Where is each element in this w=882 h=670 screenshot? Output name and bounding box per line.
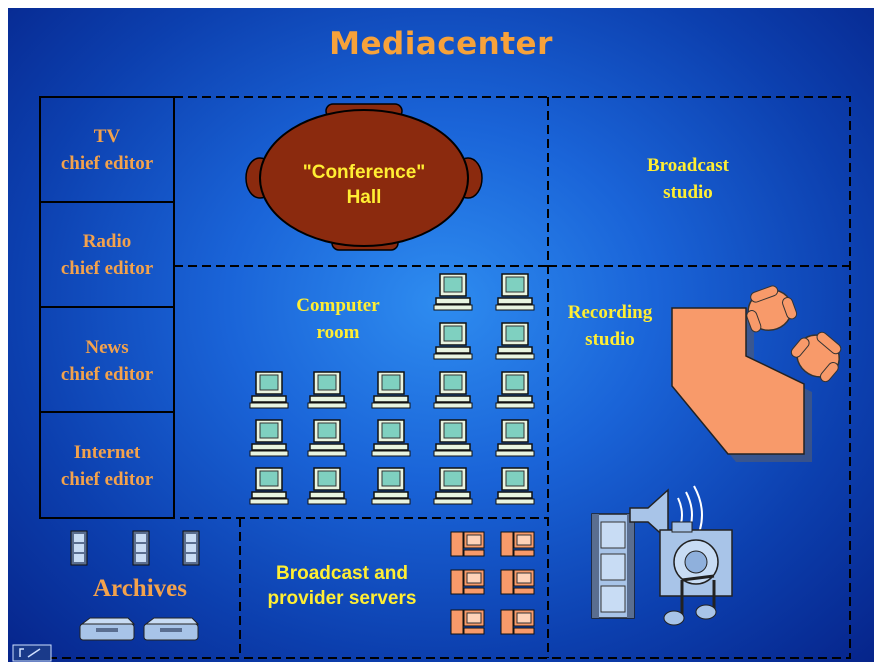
armchair-icon [746,285,842,383]
server-icon [500,609,535,635]
computer-icon [371,371,411,409]
computer-icon [249,467,289,505]
computer-icon [307,371,347,409]
conference-hall-label: "Conference"Hall [302,162,426,208]
slide-nav-button[interactable] [12,644,52,662]
computer-icon [371,467,411,505]
floor-plan-outline [39,96,851,659]
computer-icon [433,322,473,360]
page-title: Mediacenter [329,26,553,62]
recording-desk-icon [671,307,812,462]
server-icon [500,569,535,595]
computer-icon [495,467,535,505]
computer-icon [249,419,289,457]
computer-icon [433,273,473,311]
computer-icon [307,467,347,505]
computer-icon [495,322,535,360]
film-strip-icon [132,530,150,566]
computer-icon [307,419,347,457]
disk-drive-icon [143,617,200,641]
computer-icon [371,419,411,457]
archives-label: Archives [93,575,187,602]
computer-icon [495,419,535,457]
disk-drive-icon [79,617,136,641]
film-strip-icon [70,530,88,566]
film-strip-icon [182,530,200,566]
computer-icon [495,273,535,311]
server-icon [450,531,485,557]
studio-media-icon [591,485,733,626]
conference-table-icon [245,103,483,251]
server-icon [450,569,485,595]
computer-icon [249,371,289,409]
computer-icon [495,371,535,409]
server-icon [450,609,485,635]
computer-icon [433,467,473,505]
computer-icon [433,419,473,457]
server-icon [500,531,535,557]
computer-icon [433,371,473,409]
